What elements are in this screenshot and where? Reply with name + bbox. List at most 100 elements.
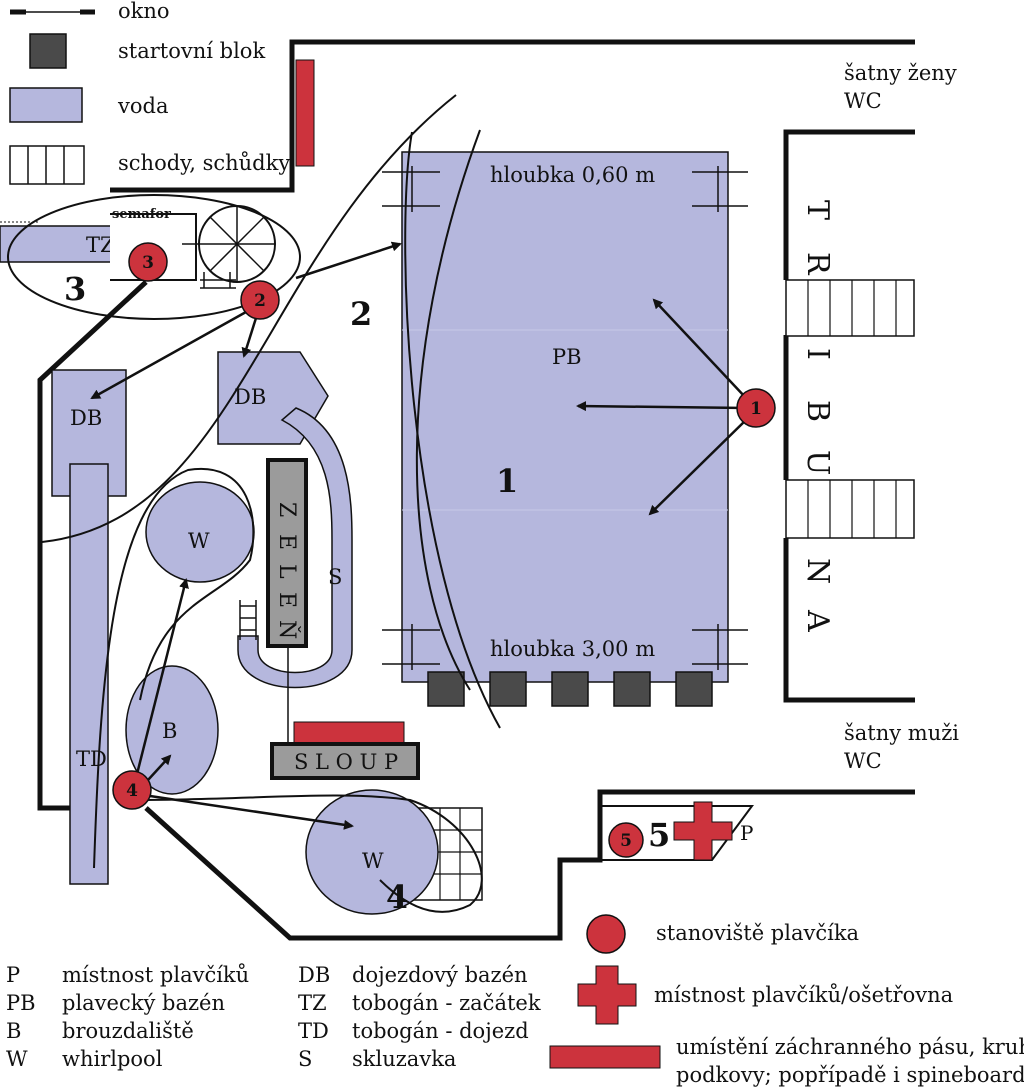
legend-top: okno startovní blok voda schody, schůdky [9,0,290,185]
whirlpool-top-label: W [188,529,210,553]
pool-ladder-top-right [692,166,748,212]
arrow [147,754,172,781]
arrow [652,298,747,399]
greenery-letter-3: L [274,564,299,579]
legend-first-aid-cross-icon [577,965,637,1025]
rescue-equipment-sloup [293,721,405,745]
room-p-label: P [740,821,753,845]
pool-ladder-bottom-right [692,624,748,670]
legend-window-label: okno [118,0,170,23]
landing-pool-mid-label: DB [234,385,266,409]
whirlpool-bottom [305,789,439,915]
tribuna-letter-3: I [800,348,835,360]
first-aid-room: 5 P [648,801,753,861]
legend-desc: místnost plavčíků [62,963,249,987]
legend-key: W [6,1047,28,1071]
station-5-marker [608,822,644,858]
zone-3-label: 3 [64,270,86,308]
zone-1-label: 1 [496,462,518,500]
platform-ladder [200,272,236,289]
wading-pool-label: B [162,719,177,743]
legend-desc: skluzavka [352,1047,456,1071]
spiral-stairs [198,205,276,283]
arrow [241,317,258,358]
pool-ladder-bottom-left [382,624,440,670]
greenery-letter-4: E [274,592,299,608]
slide-ladder [239,600,257,640]
men-changing-label: šatny muži [844,721,959,745]
rescue-equipment-top [295,59,315,167]
slide-start-label: TZ [86,233,115,257]
legend-desc: brouzdaliště [62,1019,194,1043]
zone-5-label: 5 [648,816,670,854]
zone-3-boundary [7,194,301,320]
water-slide-label: S [328,565,342,589]
legend-bottom-mid: DB dojezdový bazén TZ tobogán - začátek … [298,963,541,1071]
arrow [295,241,402,280]
men-wc-label: WC [844,749,882,773]
water-slide: S [237,407,353,689]
zone-4-label: 4 [386,878,408,916]
legend-rescue-line2: podkovy; popřípadě i spineboardu [676,1063,1024,1087]
station-1-marker [736,388,776,428]
semafor-label: semafor [112,207,171,222]
pool-ladder-top-left [382,166,440,212]
station-2-marker [240,280,280,320]
legend-bottom-right: stanoviště plavčíka místnost plavčíků/oš… [549,914,1024,1087]
legend-start-block-label: startovní blok [118,39,265,63]
legend-water-swatch [9,87,83,123]
tribuna-stairs-top [785,279,915,337]
legend-desc: whirlpool [62,1047,163,1071]
legend-stairs-swatch [9,145,85,185]
station-4-number: 4 [126,781,138,801]
station-2-number: 2 [254,291,266,311]
pool-depth-shallow: hloubka 0,60 m [490,163,655,187]
lifeguard-stations: 1 2 3 4 5 [112,242,776,858]
building-walls [37,39,915,941]
tribuna-letter-7: A [800,609,835,632]
legend-key: TZ [298,991,327,1015]
station-1-number: 1 [750,399,762,419]
legend-bottom-left: P místnost plavčíků PB plavecký bazén B … [6,963,249,1071]
station-5-number: 5 [620,831,632,851]
slide-end-channel [69,463,109,885]
landing-pool-left-label: DB [70,406,102,430]
wading-pool [125,665,219,795]
tribuna-stairs-bottom [785,479,915,539]
arrow [149,794,354,830]
legend-stairs-label: schody, schůdky [118,151,290,175]
first-aid-cross-icon [673,801,733,861]
greenery-letter-5: Ň [274,620,302,639]
women-changing-label: šatny ženy [844,61,957,85]
legend-station-swatch [586,914,626,954]
landing-pool-left: DB TD [51,369,127,885]
pillar-label: S L O U P [294,750,398,774]
legend-rescue-swatch [549,1045,661,1069]
tribuna-letter-2: R [800,252,835,276]
legend-desc: dojezdový bazén [352,963,528,987]
greenery: Z E L E Ň [266,458,308,648]
legend-key: TD [298,1019,329,1043]
station-3-marker [128,242,168,282]
arrow [648,417,749,516]
legend-rescue-line1: umístění záchranného pásu, kruhu a [676,1035,1024,1059]
legend-desc: tobogán - začátek [352,991,541,1015]
legend-water-label: voda [117,94,168,118]
start-block [613,671,651,707]
greenery-letter-2: E [274,534,299,550]
tribuna-letter-1: T [800,200,835,220]
start-block [427,671,465,707]
legend-room-label: místnost plavčíků/ošetřovna [654,983,953,1007]
slide-end-label: TD [76,747,107,771]
zone-2-label: 2 [350,295,372,333]
legend-key: S [298,1047,312,1071]
arrow [90,310,247,400]
legend-desc: tobogán - dojezd [352,1019,529,1043]
swimming-pool: hloubka 0,60 m hloubka 3,00 m PB 1 [382,151,748,683]
tribuna-letter-6: N [800,558,835,584]
start-blocks [427,671,713,707]
legend-key: DB [298,963,330,987]
whirlpool-bottom-label: W [362,849,384,873]
arrow [134,578,189,779]
